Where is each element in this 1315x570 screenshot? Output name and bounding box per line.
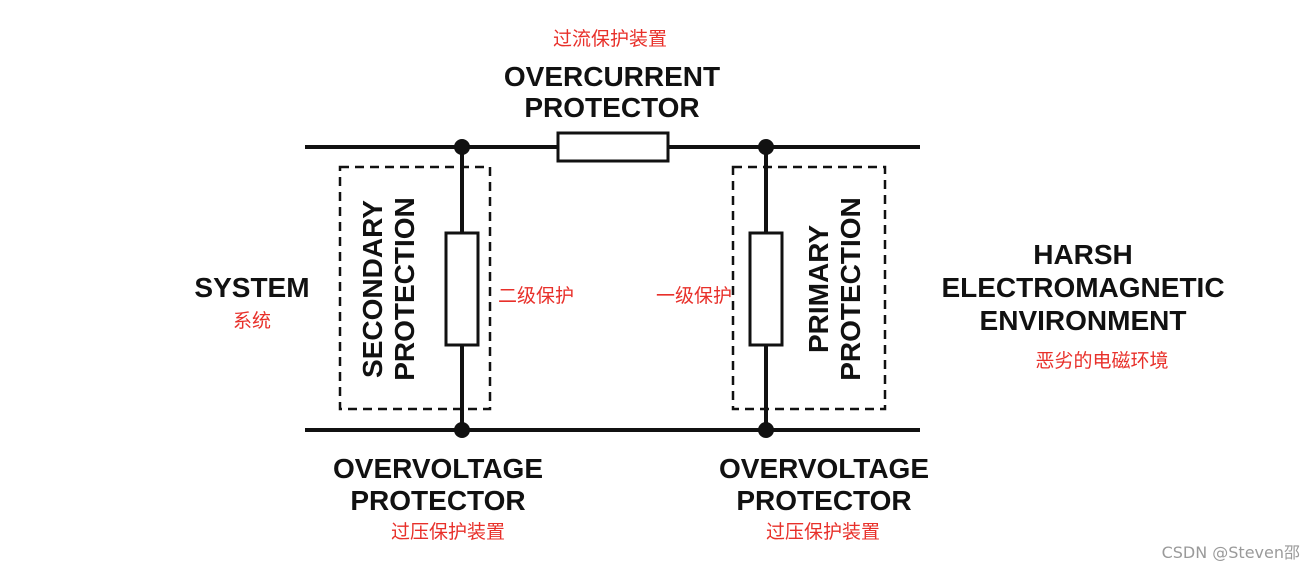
junction-dot [454, 139, 470, 155]
junction-dot [454, 422, 470, 438]
secondary-protection-zone [338, 165, 492, 411]
primary-zh-label: 一级保护 [656, 285, 732, 307]
harsh-label-line1: HARSH [1033, 239, 1133, 270]
overcurrent-label-line2: PROTECTOR [524, 92, 699, 123]
overcurrent-resistor [556, 131, 670, 163]
watermark: CSDN @Steven邵 [1162, 543, 1300, 562]
junction-dots [454, 139, 774, 438]
overvoltage-left-line1: OVERVOLTAGE [333, 453, 543, 484]
overvoltage-left-line2: PROTECTOR [350, 485, 525, 516]
overvoltage-right-zh: 过压保护装置 [766, 521, 880, 543]
overcurrent-label-line1: OVERCURRENT [504, 61, 720, 92]
system-zh-label: 系统 [233, 310, 271, 332]
harsh-label-line2: ELECTROMAGNETIC [941, 272, 1224, 303]
secondary-zh-label: 二级保护 [498, 285, 574, 307]
secondary-label-line2: PROTECTION [389, 197, 420, 381]
secondary-overvoltage-element [444, 231, 480, 347]
primary-protection-zone [731, 165, 887, 411]
primary-overvoltage-element [748, 231, 784, 347]
overvoltage-right-line2: PROTECTOR [736, 485, 911, 516]
system-label: SYSTEM [194, 272, 309, 303]
secondary-label-line1: SECONDARY [357, 200, 388, 378]
overvoltage-right-line1: OVERVOLTAGE [719, 453, 929, 484]
harsh-label-line3: ENVIRONMENT [980, 305, 1187, 336]
junction-dot [758, 422, 774, 438]
circuit-wires [305, 145, 920, 432]
harsh-zh-label: 恶劣的电磁环境 [1035, 350, 1168, 372]
overcurrent-zh-label: 过流保护装置 [553, 28, 667, 50]
primary-label-line1: PRIMARY [803, 225, 834, 353]
overvoltage-left-zh: 过压保护装置 [391, 521, 505, 543]
junction-dot [758, 139, 774, 155]
primary-label-line2: PROTECTION [835, 197, 866, 381]
